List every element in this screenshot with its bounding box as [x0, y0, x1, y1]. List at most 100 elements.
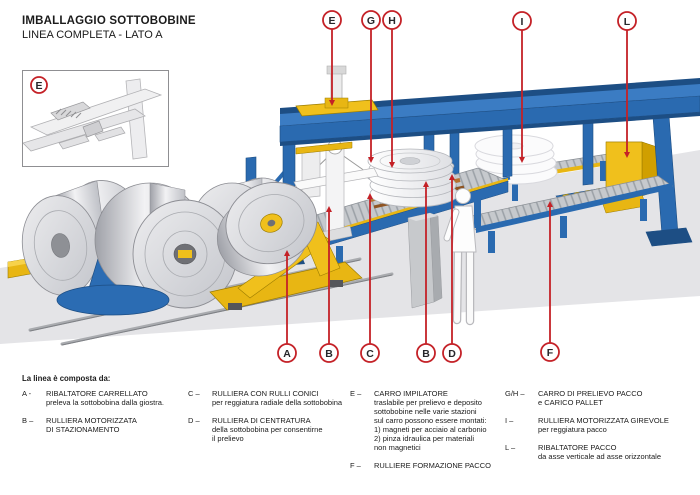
marker-letter-f: F	[547, 347, 554, 359]
legend-item-line: CARRO IMPILATORE	[374, 389, 448, 398]
callout-arrow-a	[284, 250, 290, 256]
legend-item-line: RULLIERA MOTORIZZATA GIREVOLE	[538, 416, 669, 425]
marker-letter-h: H	[388, 15, 396, 27]
callout-arrow-b	[326, 206, 332, 212]
gantry-beam	[279, 78, 700, 146]
page-title: IMBALLAGGIO SOTTOBOBINE LINEA COMPLETA -…	[22, 14, 196, 42]
marker-letter-e: E	[328, 15, 335, 27]
inset-upper-beam	[29, 88, 163, 136]
legend-item-key: E –	[350, 389, 362, 398]
legend-item-key: C –	[188, 389, 200, 398]
callout-arrow-e	[329, 100, 335, 106]
marker-letter-d: D	[448, 348, 456, 360]
legend-item-line: RIBALTATORE CARRELLATO	[46, 389, 148, 398]
callout-arrow-b	[423, 181, 429, 187]
legend-item-line: RULLIERE FORMAZIONE PACCO	[374, 461, 491, 470]
inset-marker-circle	[30, 76, 48, 94]
legend-item-line: CARRO DI PRELIEVO PACCO	[538, 389, 643, 398]
legend-item-key: D –	[188, 416, 200, 425]
legend-item-line: per reggiatura radiale della sottobobina	[212, 398, 343, 407]
inset-detail-box: E	[22, 70, 169, 167]
inset-marker-letter: E	[35, 80, 42, 92]
marker-circle-i	[512, 11, 532, 31]
legend-item-line: sul carro possono essere montati:	[374, 416, 487, 425]
coil-stack-pacco	[367, 148, 465, 209]
legend-item-key: I –	[505, 416, 514, 425]
legend-item-line: il prelievo	[212, 434, 244, 443]
callout-arrow-i	[519, 157, 525, 163]
callout-arrow-f	[547, 201, 553, 207]
marker-letter-g: G	[367, 15, 375, 27]
callout-arrow-g	[368, 157, 374, 163]
marker-circle-b	[319, 343, 339, 363]
control-console	[407, 212, 443, 309]
marker-circle-d	[442, 343, 462, 363]
legend-item: F – RULLIERE FORMAZIONE PACCO	[350, 461, 500, 470]
marker-circle-h	[382, 10, 402, 30]
operator-figure	[443, 188, 477, 326]
legend-item-line: traslabile per prelievo e deposito	[374, 398, 482, 407]
legend-item-line: e CARICO PALLET	[538, 398, 603, 407]
marker-letter-c: C	[366, 348, 374, 360]
legend-item-text: RULLIERE FORMAZIONE PACCO	[374, 461, 491, 470]
inset-carriage-detail	[50, 101, 126, 150]
rulliera-formazione-pacco	[461, 175, 673, 253]
legend-item-line: per reggiatura pacco	[538, 425, 607, 434]
marker-letter-b: B	[422, 348, 430, 360]
legend-item-line: 2) pinza idraulica per materiali	[374, 434, 475, 443]
marker-circle-f	[540, 342, 560, 362]
legend-item-line: RULLIERA DI CENTRATURA	[212, 416, 311, 425]
carro-impilatore	[295, 65, 379, 117]
legend-item-line: RULLIERA MOTORIZZATA	[46, 416, 137, 425]
legend-item-key: B –	[22, 416, 34, 425]
marker-circle-e	[322, 10, 342, 30]
legend-item-line: RIBALTATORE PACCO	[538, 443, 617, 452]
legend-item-line: non magnetici	[374, 443, 421, 452]
callout-arrow-h	[389, 162, 395, 168]
marker-circle-c	[360, 343, 380, 363]
title-line-1: IMBALLAGGIO SOTTOBOBINE	[22, 15, 196, 27]
legend-item-key: A -	[22, 389, 32, 398]
legend-item-key: G/H –	[505, 389, 525, 398]
marker-letter-i: I	[521, 16, 524, 28]
callout-arrow-d	[449, 174, 455, 180]
legend-item-line: 1) magneti per acciaio al carbonio	[374, 425, 487, 434]
marker-circle-b	[416, 343, 436, 363]
legend-item-line: preleva la sottobobina dalla giostra.	[46, 398, 164, 407]
marker-circle-l	[617, 11, 637, 31]
legend-item-key: L –	[505, 443, 516, 452]
marker-circle-a	[277, 343, 297, 363]
legend-item-line: RULLIERA CON RULLI CONICI	[212, 389, 319, 398]
legend-item-line: sottobobine nelle varie stazioni	[374, 407, 477, 416]
legend-item-line: della sottobobina per consentirne	[212, 425, 323, 434]
marker-letter-l: L	[624, 16, 631, 28]
inset-detail-drawing: E	[23, 76, 163, 160]
marker-circle-g	[361, 10, 381, 30]
marker-letter-a: A	[283, 348, 291, 360]
legend-item-key: F –	[350, 461, 361, 470]
callout-arrow-c	[367, 193, 373, 199]
